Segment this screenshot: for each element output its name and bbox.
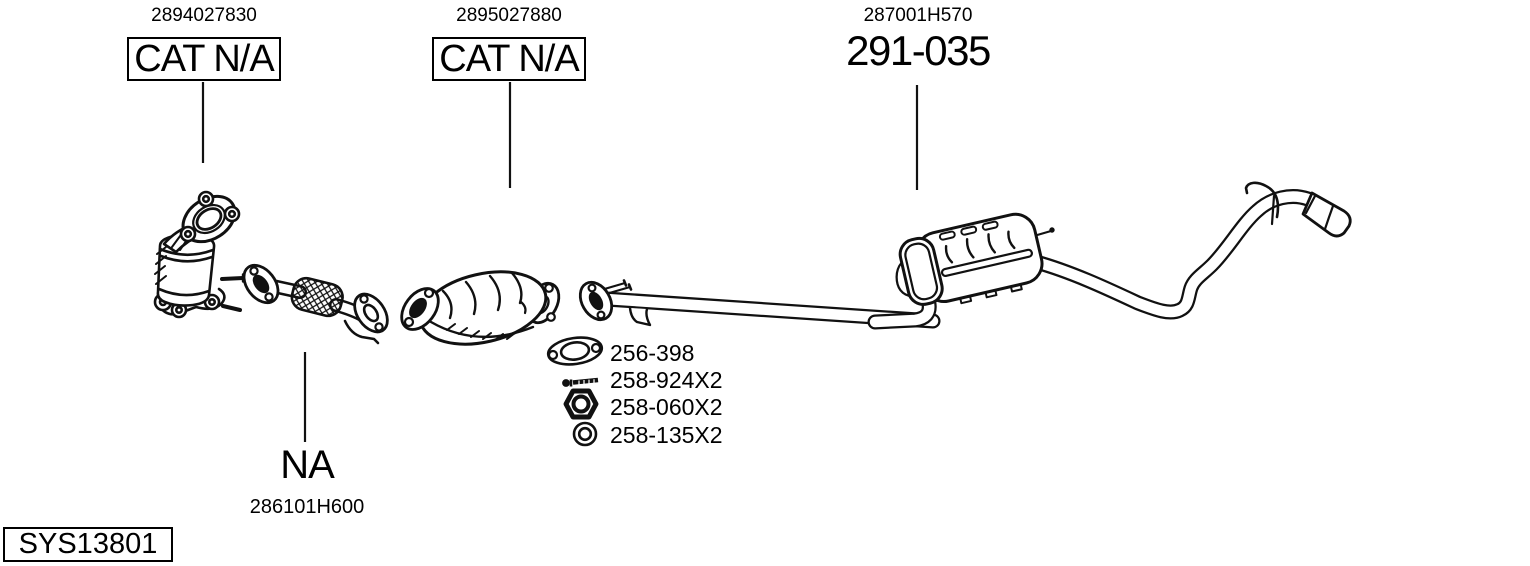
- bolt-icon: [562, 377, 599, 387]
- washer-icon: [572, 421, 598, 447]
- nut-icon: [563, 388, 599, 420]
- fitting-part-ref-bolt: 258-924X2: [610, 367, 723, 393]
- muffler-ref-label: 291-035: [846, 27, 991, 74]
- callout-rear-muffler: 287001H570 291-035: [840, 5, 996, 74]
- callout-center-cat: 2895027880 CAT N/A: [432, 6, 586, 81]
- fitting-part-ref-gasket: 256-398: [610, 340, 695, 366]
- center-catalytic-converter-drawing: [400, 270, 561, 346]
- front-catalytic-converter-drawing: [153, 190, 245, 319]
- na-label: NA: [280, 443, 335, 487]
- part-number-center-cat: 2895027880: [456, 5, 562, 26]
- cat-availability-label-2: CAT N/A: [432, 37, 586, 81]
- cat-availability-label-1: CAT N/A: [127, 37, 281, 81]
- fitting-part-ref-nut: 258-060X2: [610, 394, 723, 420]
- callout-front-cat: 2894027830 CAT N/A: [127, 6, 281, 81]
- flex-pipe-drawing: [242, 263, 389, 345]
- system-code: SYS13801: [3, 527, 173, 562]
- fitting-part-ref-washer: 258-135X2: [610, 422, 723, 448]
- gasket-icon: [546, 336, 604, 366]
- part-number-rear-muffler: 287001H570: [863, 5, 973, 26]
- part-number-flex-pipe: 286101H600: [249, 496, 365, 518]
- callout-flex-pipe: NA 286101H600: [237, 445, 377, 517]
- tailpipe-drawing: [1028, 181, 1352, 320]
- rear-muffler-drawing: [867, 212, 1055, 330]
- leader-lines: [201, 82, 919, 442]
- part-number-front-cat: 2894027830: [151, 5, 257, 26]
